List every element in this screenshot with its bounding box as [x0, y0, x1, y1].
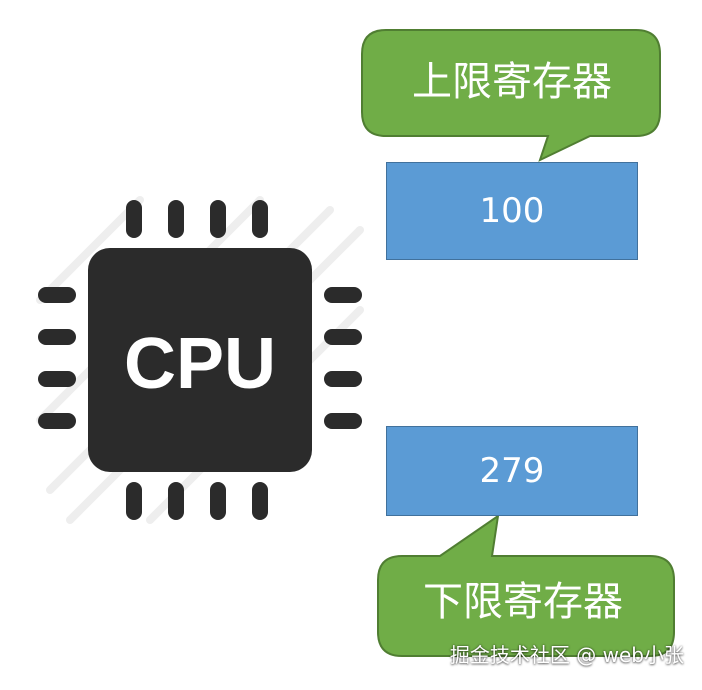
watermark: 掘金技术社区 @ web小张	[449, 643, 684, 667]
lower-register-box: 279	[386, 426, 638, 516]
cpu-chip-icon: CPU	[30, 190, 370, 530]
lower-register-label: 下限寄存器	[423, 579, 623, 625]
upper-register-label: 上限寄存器	[412, 59, 612, 105]
upper-register-bubble	[361, 29, 661, 162]
upper-register-box: 100	[386, 162, 638, 260]
upper-register-value: 100	[479, 191, 545, 231]
lower-register-bubble	[377, 513, 675, 657]
lower-register-value: 279	[479, 451, 545, 491]
cpu-label: CPU	[124, 324, 276, 404]
